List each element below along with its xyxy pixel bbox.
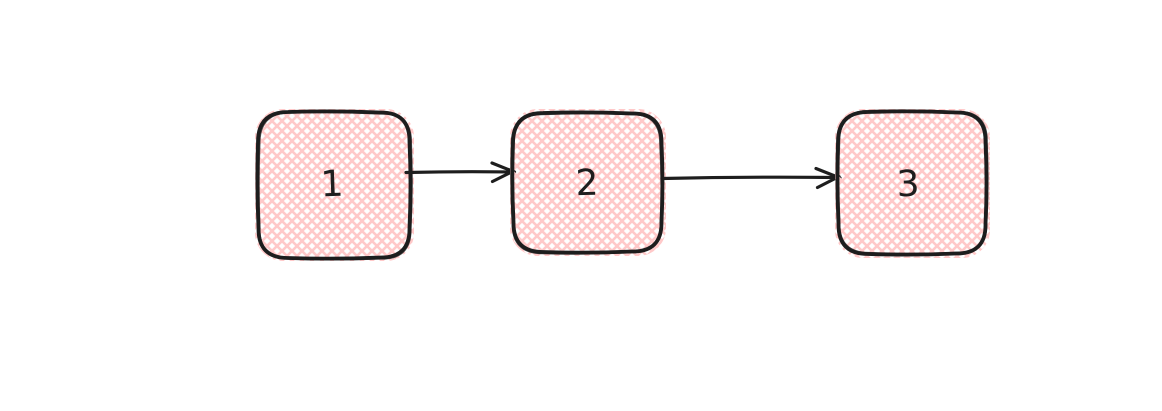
arrow-1-2 bbox=[404, 161, 517, 184]
arrow-2-3 bbox=[660, 166, 842, 190]
arrow-shaft bbox=[660, 175, 840, 181]
node-border-sketch bbox=[257, 111, 413, 261]
node-border-sketch bbox=[510, 112, 663, 255]
node-fill bbox=[510, 109, 666, 256]
node-label: 1 bbox=[320, 164, 344, 206]
node-border-sketch bbox=[837, 109, 989, 255]
node-fill bbox=[255, 109, 414, 261]
node-label: 2 bbox=[575, 163, 599, 205]
arrow-shaft bbox=[404, 170, 514, 175]
node-label: 3 bbox=[896, 164, 920, 206]
flow-node-3: 3 bbox=[835, 109, 990, 258]
node-fill bbox=[835, 109, 990, 258]
flow-node-2: 2 bbox=[510, 109, 666, 256]
flow-node-1: 1 bbox=[255, 109, 414, 261]
